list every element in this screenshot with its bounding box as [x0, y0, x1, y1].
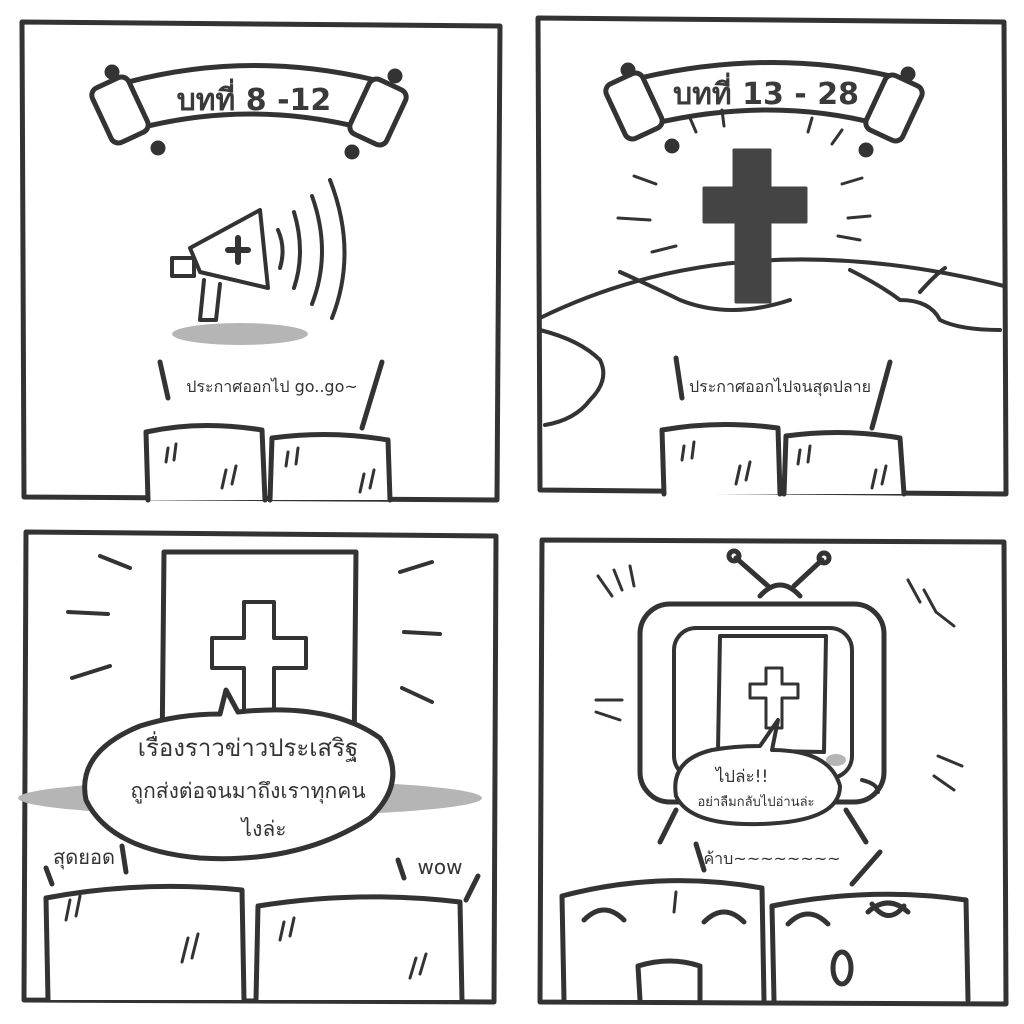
speech-bubble [673, 718, 842, 827]
panel-2-banner-text: บทที่ 13 - 28 [673, 72, 859, 112]
panel-3 [18, 529, 499, 1005]
panel-3-speech-line-1: เรื่องราวข่าวประเสริฐ [138, 731, 358, 762]
cross-rays [616, 108, 872, 254]
character-right [769, 891, 971, 1003]
panel-4-speech-line-2: อย่าลืมกลับไปอ่านล่ะ [697, 794, 814, 810]
panel-1-border [19, 19, 503, 503]
panel-3-speech-line-2: ถูกส่งต่อจนมาถึงเราทุกคน [130, 779, 365, 804]
panel-3-right-exclaim: wow [418, 855, 463, 879]
panel-4 [537, 537, 1009, 1007]
scroll-banner-icon [603, 60, 925, 158]
character-right [267, 431, 393, 503]
panel-2 [535, 15, 1009, 497]
globe-icon [538, 257, 1006, 427]
panel-2-border [535, 15, 1009, 497]
panel-1-caption: ประกาศออกไป go..go~ [186, 377, 358, 396]
panel-4-border [537, 537, 1009, 1007]
book-icon [716, 634, 828, 754]
panel-2-caption: ประกาศออกไปจนสุดปลาย [689, 377, 871, 397]
panel-3-border [21, 529, 499, 1005]
panel-1-banner-text: บทที่ 8 -12 [177, 78, 332, 118]
character-left [659, 421, 783, 497]
speech-bubble [82, 687, 396, 862]
character-left [43, 883, 247, 1003]
character-right [253, 894, 465, 1003]
panel-4-bottom-caption: ค้าบ~~~~~~~~ [703, 849, 840, 868]
bubble-shadow [826, 754, 846, 766]
character-left [559, 878, 767, 1003]
character-left [143, 422, 268, 503]
character-right [781, 429, 907, 497]
panel-3-speech-line-3: ไงล่ะ [240, 817, 287, 841]
megaphone-icon [170, 178, 347, 322]
panel-1 [19, 19, 503, 503]
scroll-banner-icon [89, 63, 409, 160]
book-icon [159, 549, 359, 763]
tv-rays [594, 564, 964, 792]
cross-icon [702, 148, 808, 304]
panel-3-left-exclaim: สุดยอด [53, 845, 115, 870]
panel-4-speech-line-1: ไปล่ะ!! [714, 766, 769, 787]
book-rays [66, 554, 442, 704]
megaphone-shadow [172, 323, 308, 345]
